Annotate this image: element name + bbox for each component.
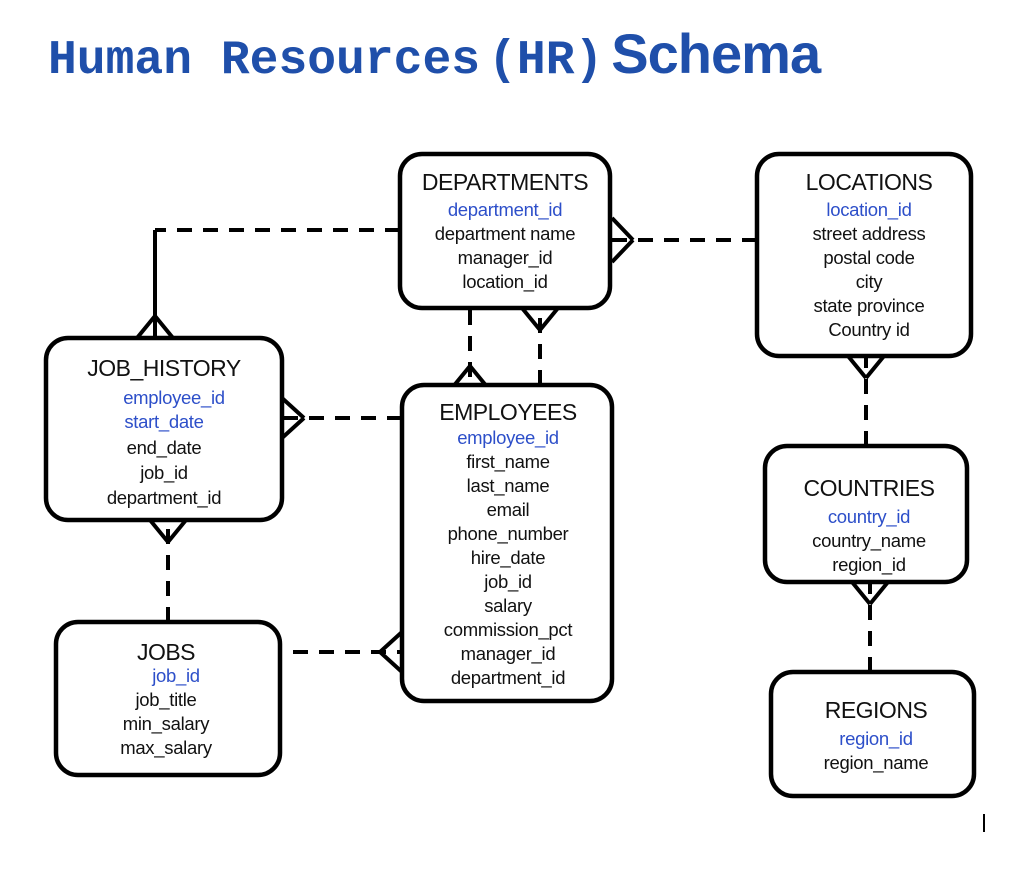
field-department-id: department_id — [107, 487, 221, 509]
entity-locations: LOCATIONS location_id street address pos… — [754, 151, 974, 359]
entity-title: JOBS — [137, 639, 195, 665]
entity-box — [768, 669, 977, 799]
crowfoot-marker — [135, 314, 175, 340]
crowfoot-marker — [846, 354, 886, 380]
field-department-id: department_id — [451, 667, 565, 689]
field-job-title: job_title — [134, 689, 196, 711]
entity-employees: EMPLOYEES employee_id first_name last_na… — [399, 382, 615, 704]
field-country-id: country_id — [828, 506, 910, 528]
entity-title: REGIONS — [825, 697, 928, 723]
entity-title: LOCATIONS — [806, 169, 933, 195]
relationship-departments-job-history — [135, 228, 400, 340]
entity-title: COUNTRIES — [804, 475, 935, 501]
field-country-name: country_name — [812, 530, 926, 552]
field-start-date: start_date — [124, 411, 203, 433]
field-phone-number: phone_number — [448, 523, 569, 545]
crowfoot-marker — [280, 396, 306, 440]
field-department-id: department_id — [448, 199, 562, 221]
field-manager-id: manager_id — [461, 643, 556, 665]
field-region-id: region_id — [839, 728, 912, 750]
title-part-human-resources: Human Resources — [48, 34, 481, 88]
crowfoot-marker — [148, 518, 188, 544]
field-manager-id: manager_id — [458, 247, 553, 269]
entity-box — [754, 151, 974, 359]
entity-box — [399, 382, 615, 704]
crowfoot-marker — [610, 216, 635, 264]
relationship-departments-employees — [450, 310, 490, 390]
field-employee-id: employee_id — [457, 427, 559, 449]
entity-box — [43, 335, 285, 523]
title-part-schema: Schema — [611, 22, 821, 85]
field-commission-pct: commission_pct — [444, 619, 573, 641]
relationship-employees-job-history — [280, 396, 402, 440]
field-country-id: Country id — [828, 319, 909, 340]
crowfoot-marker — [520, 306, 560, 332]
entity-box — [397, 151, 613, 311]
field-job-id: job_id — [139, 462, 188, 484]
field-job-id: job_id — [151, 665, 200, 687]
entity-regions: REGIONS region_id region_name — [768, 669, 977, 799]
field-region-name: region_name — [824, 752, 929, 774]
title-part-hr: (HR) — [488, 34, 604, 88]
relationship-countries-locations — [846, 354, 886, 446]
field-salary: salary — [484, 595, 533, 616]
field-street-address: street address — [812, 223, 925, 244]
field-end-date: end_date — [127, 437, 202, 459]
entity-box — [53, 619, 283, 778]
field-max-salary: max_salary — [120, 737, 213, 759]
crowfoot-marker — [850, 580, 890, 606]
entity-departments: DEPARTMENTS department_id department nam… — [397, 151, 613, 311]
relationship-locations-departments — [610, 216, 757, 264]
field-min-salary: min_salary — [123, 713, 210, 735]
entity-title: JOB_HISTORY — [87, 355, 241, 381]
relationship-regions-countries — [850, 580, 890, 672]
crowfoot-marker — [378, 630, 404, 674]
field-employee-id: employee_id — [123, 387, 225, 409]
field-region-id: region_id — [832, 554, 905, 576]
entity-jobs: JOBS job_id job_title min_salary max_sal… — [53, 619, 283, 778]
field-state-province: state province — [814, 295, 925, 316]
field-department-name: department name — [435, 223, 576, 244]
entity-countries: COUNTRIES country_id country_name region… — [762, 443, 970, 585]
relationship-employees-departments — [520, 306, 560, 385]
field-location-id: location_id — [462, 271, 547, 293]
entity-job-history: JOB_HISTORY employee_id start_date end_d… — [43, 335, 285, 523]
field-city: city — [856, 271, 884, 292]
field-first-name: first_name — [466, 451, 549, 473]
entity-box — [762, 443, 970, 585]
field-email: email — [487, 499, 530, 520]
field-location-id: location_id — [826, 199, 911, 221]
entity-title: DEPARTMENTS — [422, 169, 588, 195]
relationship-jobs-employees — [293, 630, 404, 674]
field-hire-date: hire_date — [471, 547, 545, 569]
relationship-jobs-job-history — [148, 518, 188, 622]
page-title: Human Resources (HR) Schema — [48, 26, 821, 88]
entity-title: EMPLOYEES — [439, 399, 577, 425]
field-job-id: job_id — [483, 571, 532, 593]
field-last-name: last_name — [467, 475, 550, 497]
field-postal-code: postal code — [823, 247, 914, 268]
